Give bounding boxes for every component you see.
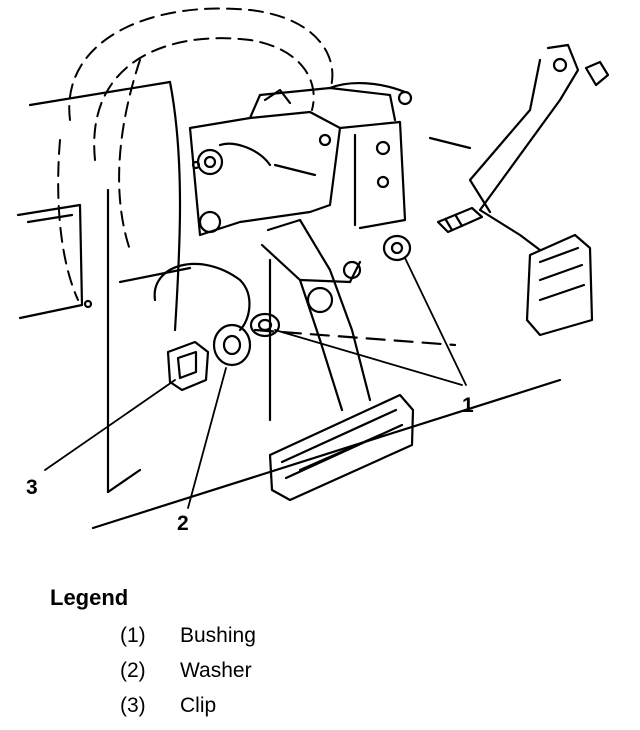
legend-item-label: Clip bbox=[180, 694, 217, 717]
legend-item-number: (1) bbox=[120, 624, 146, 647]
legend-item: (3) Clip bbox=[120, 688, 610, 723]
firewall-panel bbox=[16, 80, 562, 530]
bushing-left bbox=[249, 312, 281, 338]
pedal-bracket bbox=[188, 81, 413, 237]
callout-1: 1 bbox=[462, 394, 474, 417]
legend-item-number: (2) bbox=[120, 659, 146, 682]
legend: Legend (1) Bushing (2) Washer (3) Clip bbox=[50, 584, 610, 723]
right-pedal-pad bbox=[525, 233, 594, 337]
callout-2: 2 bbox=[177, 512, 189, 535]
legend-item: (2) Washer bbox=[120, 653, 610, 688]
right-pedal-arm bbox=[428, 43, 610, 252]
bushing-right bbox=[382, 234, 412, 262]
washer bbox=[212, 323, 252, 367]
retaining-loop bbox=[153, 262, 251, 332]
legend-item-label: Washer bbox=[180, 659, 252, 682]
leader-lines bbox=[44, 257, 467, 509]
pivot-bolt bbox=[436, 206, 484, 234]
legend-item-number: (3) bbox=[120, 694, 146, 717]
brake-pedal-pad bbox=[268, 393, 415, 502]
dashed-outline bbox=[57, 7, 334, 301]
pedal-assembly-diagram: 1 2 3 bbox=[16, 7, 610, 535]
legend-item-label: Bushing bbox=[180, 624, 256, 647]
callout-3: 3 bbox=[26, 476, 38, 499]
legend-item: (1) Bushing bbox=[120, 618, 610, 653]
clip bbox=[166, 340, 210, 392]
brake-pedal-arm bbox=[260, 218, 372, 412]
legend-title: Legend bbox=[50, 585, 129, 610]
